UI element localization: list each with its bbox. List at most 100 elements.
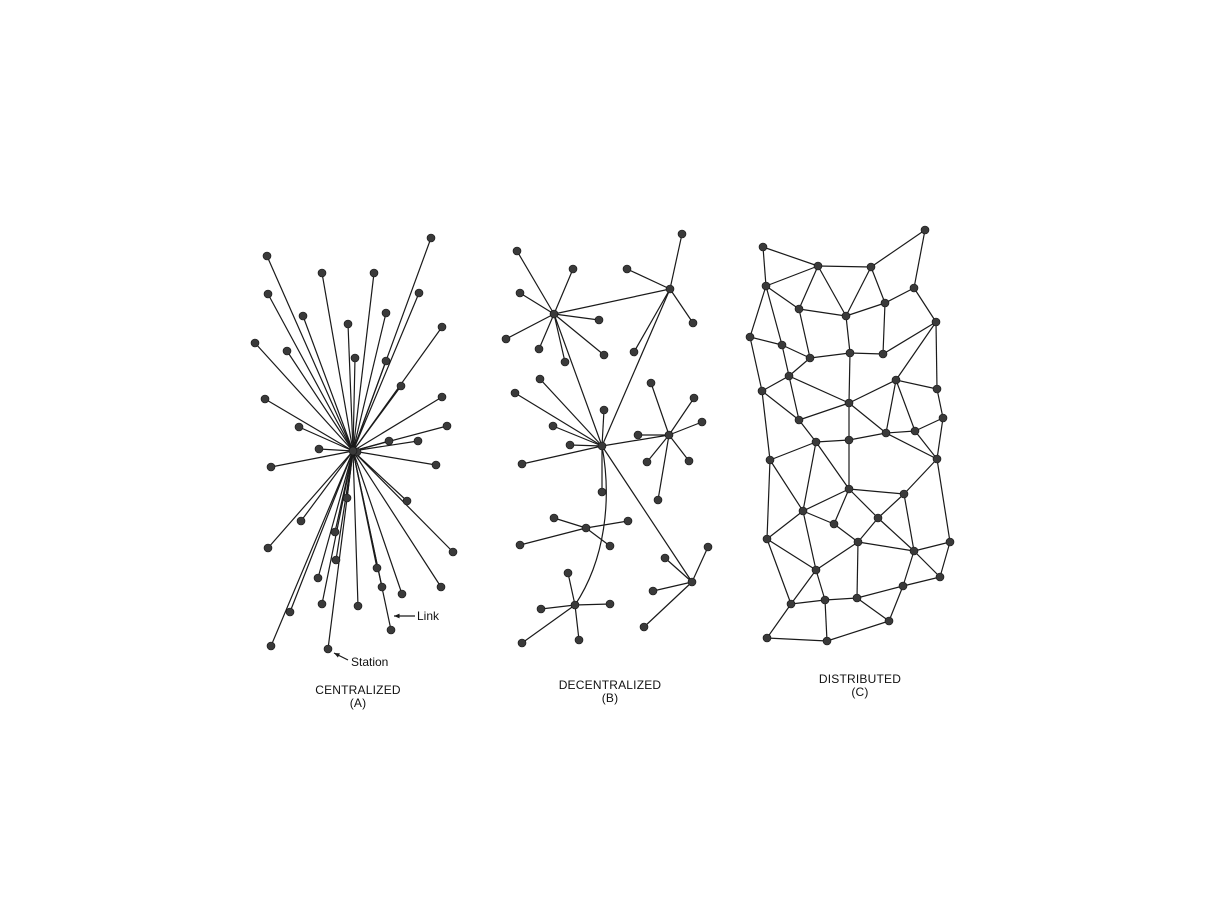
distributed-link [815, 441, 850, 490]
distributed-link [877, 493, 905, 519]
distributed-station [805, 353, 815, 363]
distributed-station [777, 340, 787, 350]
distributed-station [794, 415, 804, 425]
distributed-link [936, 417, 944, 460]
decentralized-station [703, 542, 713, 552]
distributed-station [844, 484, 854, 494]
centralized-link [352, 312, 387, 452]
distributed-link [895, 321, 937, 381]
decentralized-station [594, 315, 604, 325]
decentralized-station [549, 513, 559, 523]
centralized-station [263, 289, 273, 299]
decentralized-link [552, 425, 603, 447]
distributed-link [895, 379, 938, 390]
decentralized-station [568, 264, 578, 274]
distributed-link [848, 379, 897, 404]
distributed-link [766, 603, 792, 639]
distributed-link [798, 402, 850, 421]
centralized-station [296, 516, 306, 526]
distributed-link [769, 441, 817, 461]
decentralized-link [553, 313, 600, 321]
distributed-link [749, 285, 767, 338]
distributed-station [935, 572, 945, 582]
decentralized-station [536, 604, 546, 614]
distributed-link [870, 229, 926, 268]
decentralized-link [643, 581, 693, 628]
distributed-station [762, 534, 772, 544]
distributed-link [848, 352, 851, 404]
centralized-link [286, 350, 354, 452]
distributed-network [745, 225, 955, 646]
distributed-link [765, 285, 783, 346]
distributed-station [794, 304, 804, 314]
decentralized-station [597, 487, 607, 497]
centralized-station [323, 644, 333, 654]
distributed-link [848, 402, 887, 434]
centralized-link [352, 450, 378, 569]
distributed-station [784, 371, 794, 381]
caption-decentralized-label: (B) [601, 691, 619, 705]
distributed-link [856, 597, 890, 622]
centralized-link [352, 396, 443, 452]
centralized-link [352, 450, 403, 595]
distributed-link [935, 321, 938, 390]
distributed-station [920, 225, 930, 235]
centralized-link [321, 450, 354, 605]
distributed-link [798, 308, 811, 359]
decentralized-link [574, 603, 611, 606]
distributed-link [815, 439, 850, 443]
decentralized-link [691, 546, 709, 583]
centralized-link [347, 323, 354, 452]
caption-decentralized-title: DECENTRALIZED [558, 678, 662, 692]
distributed-link [914, 417, 944, 432]
distributed-station [898, 581, 908, 591]
hub-link [601, 434, 670, 447]
decentralized-link [601, 409, 605, 447]
distributed-link [802, 510, 835, 525]
distributed-link [749, 336, 763, 392]
distributed-link [766, 538, 792, 605]
decentralized-link [514, 392, 603, 447]
centralized-station [377, 582, 387, 592]
decentralized-link [669, 288, 694, 324]
distributed-link [903, 458, 938, 495]
decentralized-link [652, 581, 693, 592]
distributed-link [882, 302, 886, 355]
decentralized-station [512, 246, 522, 256]
decentralized-station [684, 456, 694, 466]
distributed-link [845, 302, 886, 317]
distributed-link [781, 344, 811, 359]
decentralized-link [574, 604, 580, 641]
centralized-station [369, 268, 379, 278]
distributed-link [848, 488, 905, 495]
decentralized-link [668, 421, 703, 436]
centralized-link [318, 448, 354, 452]
decentralized-station [565, 440, 575, 450]
distributed-link [913, 541, 951, 552]
centralized-station [331, 555, 341, 565]
centralized-station [282, 346, 292, 356]
hub-link [601, 445, 693, 583]
centralized-station [250, 338, 260, 348]
decentralized-hub-node [597, 441, 607, 451]
centralized-station [342, 493, 352, 503]
distributed-link [848, 488, 879, 519]
decentralized-link [505, 313, 555, 340]
decentralized-station [599, 350, 609, 360]
decentralized-link [553, 313, 566, 363]
distributed-station [909, 546, 919, 556]
distributed-station [829, 519, 839, 529]
decentralized-link [519, 527, 587, 546]
caption-centralized: CENTRALIZED (A) [298, 684, 418, 710]
distributed-link [856, 541, 859, 599]
decentralized-station [629, 347, 639, 357]
centralized-station [294, 422, 304, 432]
distributed-link [857, 517, 879, 543]
decentralized-link [521, 604, 576, 644]
caption-centralized-title: CENTRALIZED [315, 683, 401, 697]
hub-link [574, 445, 607, 606]
distributed-link [802, 510, 817, 571]
distributed-link [761, 390, 800, 421]
centralized-link [352, 440, 419, 452]
decentralized-link [626, 268, 671, 290]
